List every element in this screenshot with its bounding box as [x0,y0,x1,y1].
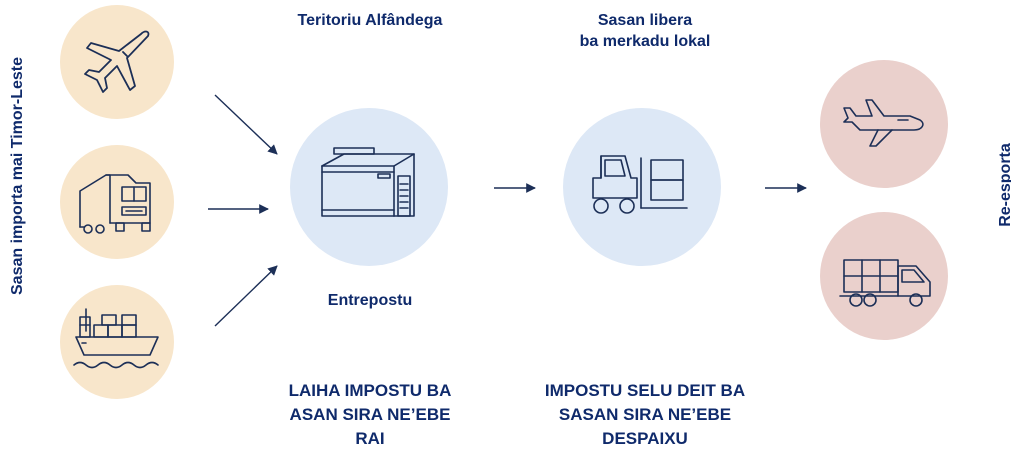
airplane-icon [84,30,150,93]
tax-paid-caption-line3: DESPAIXU [602,429,688,448]
free-goods-label-line1: Sasan libera [597,12,693,29]
truck-icon [79,174,151,234]
export-road-circle [820,212,948,340]
import-sea-circle [60,285,174,399]
export-air-circle [820,60,948,188]
no-tax-caption-line1: LAIHA IMPOSTU BA [288,381,452,400]
forklift-icon [592,155,688,214]
arrow-air-to-warehouse [214,94,278,155]
tax-paid-caption-line2: SASAN SIRA NE’EBE [558,405,732,424]
cargo-ship-icon [73,308,159,369]
free-goods-label-line2: ba merkadu lokal [579,33,711,50]
no-tax-caption-line3: RAI [355,429,385,448]
no-tax-caption-line2: ASAN SIRA NE’EBE [289,405,451,424]
arrow-sea-to-warehouse [214,265,278,327]
import-air-circle [60,5,174,119]
warehouse-circle [290,108,448,266]
local-market-circle [563,108,721,266]
import-road-circle [60,145,174,259]
airplane-icon [843,99,924,147]
warehouse-label: Entrepostu [327,292,413,309]
warehouse-icon [321,147,415,217]
delivery-truck-icon [839,259,931,307]
customs-territory-label: Teritoriu Alfândega [297,12,443,29]
tax-paid-caption-line1: IMPOSTU SELU DEIT BA [544,381,746,400]
